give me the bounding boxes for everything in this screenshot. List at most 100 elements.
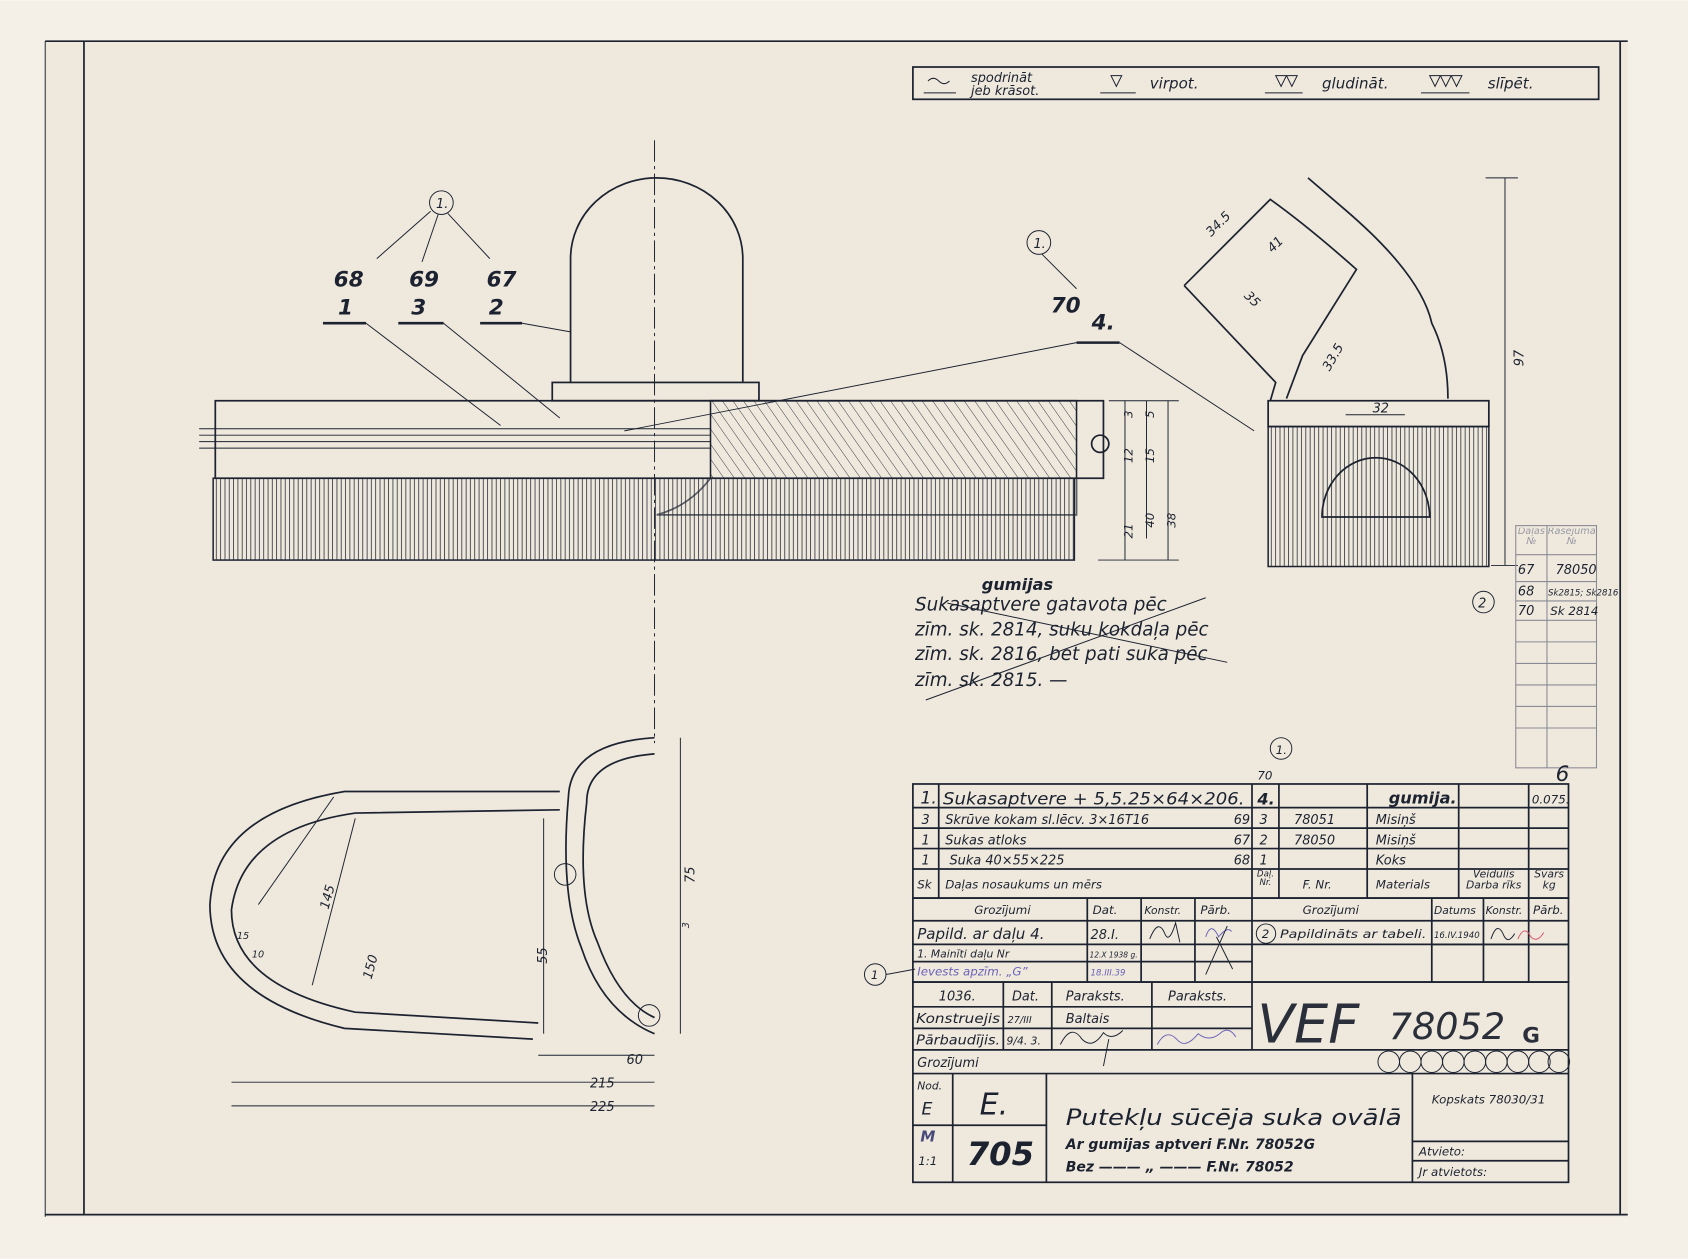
section-hatch <box>709 400 1078 479</box>
parts-cell: Misiņš <box>1376 813 1416 828</box>
title-block-cell: E <box>922 1099 933 1119</box>
dimension-label: 21 <box>1122 523 1136 538</box>
parts-header: Veidulis Darba rīks <box>1465 870 1522 892</box>
drawing-subtitle: Ar gumijas aptveri F.Nr. 78052G <box>1065 1137 1315 1153</box>
changes-cell: Papildināts ar tabeli. <box>1280 927 1426 941</box>
drawing-number: 78052 <box>1389 1005 1505 1048</box>
knob-dome <box>569 177 744 383</box>
title-block-cell: Paraksts. <box>1066 989 1125 1004</box>
dimension-label: 32 <box>1373 402 1389 417</box>
title-block-cell: Dat. <box>1012 989 1039 1004</box>
dimension-label: 12 <box>1122 448 1136 463</box>
callout-label: 1. <box>1033 237 1045 252</box>
dimension-label: 75 <box>683 867 698 883</box>
note-line: zīm. sk. 2814, suku kokdaļa pēc <box>914 619 1208 640</box>
three-triangle-surface-symbol <box>1421 75 1470 94</box>
dimension-label: 15 <box>1143 448 1157 463</box>
changes-table: Grozījumi Dat. Konstr. Pārb. Grozījumi D… <box>863 897 1570 986</box>
dimension-label: 215 <box>590 1077 615 1092</box>
dimension-label: 55 <box>536 947 551 963</box>
drawing-sheet <box>45 41 1628 1217</box>
title-block-cell: 1036. <box>939 989 976 1004</box>
dimension-label: 97 <box>1512 349 1527 366</box>
part70-callout: 1. 70 4. <box>624 230 1255 432</box>
dimension-label: 3 <box>681 922 692 928</box>
legend-label: gludināt. <box>1322 75 1389 93</box>
parts-cell: 3 <box>922 813 930 828</box>
drawing-subtitle: Bez ——— „ ——— F.Nr. 78052 <box>1066 1160 1294 1176</box>
legend-label: spodrināt <box>971 71 1033 86</box>
title-block-cell: Jr atvietots: <box>1417 1165 1487 1179</box>
side-table-cell: 68 <box>1518 585 1534 600</box>
parts-header: Daļas nosaukums un mērs <box>945 877 1102 891</box>
title-block-cell: Baltais <box>1066 1012 1110 1027</box>
drawing-title: Putekļu sūcēja suka ovālā <box>1066 1105 1402 1131</box>
changes-header: Datums <box>1434 904 1476 917</box>
stamp-circles <box>1377 1050 1571 1073</box>
dimension-label: 60 <box>627 1053 643 1068</box>
one-triangle-surface-symbol <box>1100 75 1136 94</box>
part-number: 67 <box>487 268 517 293</box>
front-view: 1. 68 1 69 3 67 2 1. 70 4. 3 5 12 15 21 <box>199 140 1255 744</box>
legend-label: jeb krāsot. <box>969 84 1039 99</box>
drawing-suffix: G <box>1522 1023 1540 1048</box>
changes-cell: Papild. ar daļu 4. <box>917 925 1044 943</box>
title-block-cell: 705 <box>967 1135 1034 1173</box>
part-number: 68 <box>334 268 364 293</box>
parts-cell: 78051 <box>1294 813 1335 828</box>
changes-cell: 12.X 1938 g. <box>1089 950 1137 959</box>
parts-header: Materials <box>1376 877 1430 891</box>
parts-list-table: 1. 70 1. Sukasaptvere + 5,5.25×64×206. 4… <box>912 737 1570 899</box>
note-insert: gumijas <box>982 575 1054 594</box>
tilde-surface-symbol <box>923 77 956 94</box>
changes-cell: 18.III.39 <box>1091 969 1126 979</box>
title-block: 1036. Dat. Paraksts. Paraksts. Konstruej… <box>912 981 1571 1184</box>
changes-cell: 28.I. <box>1091 928 1119 943</box>
changes-header: Konstr. <box>1144 904 1181 917</box>
note-line: Sukasaptvere gatavota pēc <box>915 595 1167 616</box>
drawing-reference-table: Daļas № Rasējuma № 67 78050 68 Sk2815; S… <box>1472 525 1619 787</box>
note-line: zīm. sk. 2816, bet pati suka pēc <box>914 644 1208 665</box>
dimension-label: 38 <box>1165 512 1179 528</box>
parts-cell: 67 <box>1234 833 1251 848</box>
title-block-cell: Nod. <box>917 1080 942 1093</box>
revision-note: gumijas Sukasaptvere gatavota pēc zīm. s… <box>914 575 1228 701</box>
side-table-cell: Sk2815; Sk2816 <box>1548 589 1619 599</box>
handwritten-mark: 6 <box>1556 762 1570 787</box>
parts-cell: 1 <box>922 854 930 869</box>
parts-header: Daļ. Nr. <box>1256 870 1274 888</box>
dimension-label: 3 <box>1122 410 1136 418</box>
dimension-label: 145 <box>318 883 339 911</box>
part-position: 3 <box>411 296 426 321</box>
parts-cell: 78050 <box>1294 833 1335 848</box>
parts-cell: 1 <box>922 833 930 848</box>
bristles <box>212 477 1076 561</box>
title-block-cell: 27/III <box>1008 1015 1032 1026</box>
callout-label: 1. <box>1276 743 1287 757</box>
callout-label: 2 <box>1478 596 1486 611</box>
title-block-cell: Pārbaudījis. <box>916 1034 1000 1049</box>
legend-label: virpot. <box>1150 75 1199 93</box>
part-number: 70 <box>1051 293 1081 318</box>
parts-cell: Sukas atloks <box>945 833 1027 848</box>
parts-cell: 0.075. <box>1532 792 1570 806</box>
parts-cell: 1 <box>1260 854 1268 869</box>
callout-label: 1. <box>436 197 448 212</box>
parts-cell: 69 <box>1234 813 1250 828</box>
title-block-cell: Konstruejis <box>916 1012 1000 1027</box>
dimension-label: 225 <box>590 1100 615 1115</box>
side-table-header: Rasējuma № <box>1547 527 1596 548</box>
parts-cell: Koks <box>1376 854 1406 869</box>
parts-cell: 4. <box>1256 789 1274 808</box>
parts-cell: Misiņš <box>1376 833 1416 848</box>
surface-finish-legend: spodrināt jeb krāsot. virpot. gludināt. … <box>912 66 1600 101</box>
side-table-header: Daļas № <box>1517 527 1545 548</box>
changes-header: Pārb. <box>1200 903 1231 917</box>
part-position: 1 <box>338 296 353 321</box>
strike-line <box>947 602 1228 663</box>
note-line: zīm. sk. 2815. — <box>914 670 1067 691</box>
elbow-tube <box>1183 177 1449 399</box>
changes-cell: 1. Mainīti daļu Nr <box>917 947 1010 960</box>
legend-label: slīpēt. <box>1488 75 1534 93</box>
